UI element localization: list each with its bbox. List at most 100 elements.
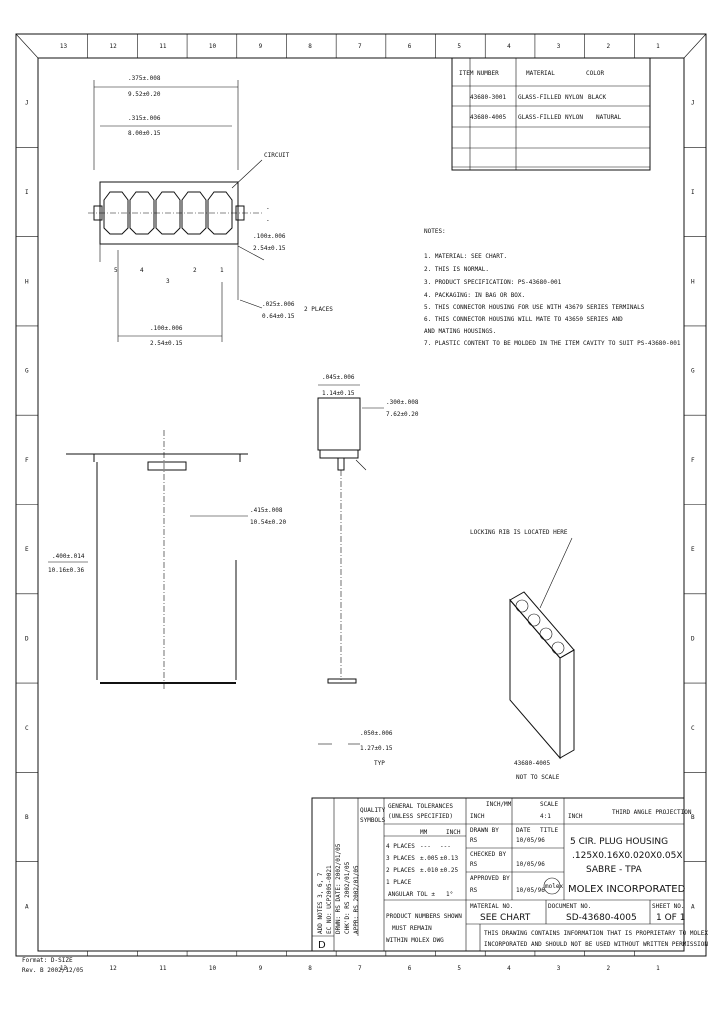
tolerance-sub: (UNLESS SPECIFIED) xyxy=(388,813,453,820)
column-label: 9 xyxy=(259,965,263,972)
dim-slot-mm: 0.64±0.15 xyxy=(262,313,295,320)
drawn-by-label: DRAWN BY xyxy=(470,827,499,834)
approved-date: 10/05/96 xyxy=(516,887,545,894)
dim-pin-mm: 10.54±0.20 xyxy=(250,519,287,526)
sheet-label: SHEET NO. xyxy=(652,903,685,910)
date-label: DATE xyxy=(516,827,531,834)
row-label: B xyxy=(691,814,695,821)
svg-text:-: - xyxy=(266,217,270,224)
column-label: 12 xyxy=(110,43,118,50)
table-cell: 43680-4005 xyxy=(470,114,507,121)
places-3: 3 PLACES xyxy=(386,855,415,862)
quality-label: QUALITY xyxy=(360,807,386,814)
dim-width-inch: .045±.006 xyxy=(322,374,355,381)
column-label: 11 xyxy=(159,43,167,50)
svg-text:±0.13: ±0.13 xyxy=(440,855,458,862)
notes: NOTES: 1. MATERIAL: SEE CHART. 2. THIS I… xyxy=(424,228,681,347)
slot-callout: 2 PLACES xyxy=(304,306,333,313)
row-label: E xyxy=(691,546,695,553)
product-note: WITHIN MOLEX DWG xyxy=(386,937,444,944)
dim-slot-inch: .025±.006 xyxy=(262,301,295,308)
row-label: D xyxy=(691,635,695,642)
checked-label: CHECKED BY xyxy=(470,851,507,858)
dim-pin-inch: .415±.008 xyxy=(250,507,283,514)
drawn-by: RS xyxy=(470,837,478,844)
table-cell: NATURAL xyxy=(596,114,622,121)
places-4: 4 PLACES xyxy=(386,843,415,850)
doc-no: SD-43680-4005 xyxy=(566,913,637,923)
locking-rib-callout: LOCKING RIB IS LOCATED HERE xyxy=(470,529,568,536)
column-label: 5 xyxy=(457,43,461,50)
dim-length-inch: .400±.014 xyxy=(52,553,85,560)
column-label: 3 xyxy=(557,965,561,972)
outer-frame xyxy=(15,33,707,957)
cavity xyxy=(129,191,155,235)
angular-label: ANGULAR TOL ± xyxy=(388,891,435,898)
circuit-number: 4 xyxy=(140,267,144,274)
column-label: 3 xyxy=(557,43,561,50)
note-item: 1. MATERIAL: SEE CHART. xyxy=(424,253,507,260)
dim-pitch-mm: 8.00±0.15 xyxy=(128,130,161,137)
svg-text:---: --- xyxy=(420,843,431,850)
column-label: 1 xyxy=(656,965,660,972)
molex-logo xyxy=(543,877,561,895)
note-item: 5. THIS CONNECTOR HOUSING FOR USE WITH 4… xyxy=(424,304,645,311)
product-note: PRODUCT NUMBERS SHOWN xyxy=(386,913,462,920)
quality-label-2: SYMBOLS xyxy=(360,817,386,824)
column-label: 2 xyxy=(606,43,610,50)
row-label: A xyxy=(691,903,695,910)
dim-overall-mm: 9.52±0.20 xyxy=(128,91,161,98)
drawn-date: 10/05/96 xyxy=(516,837,545,844)
inch-label: MM xyxy=(420,829,428,836)
dim-depth-mm: 7.62±0.20 xyxy=(386,411,419,418)
column-label: 9 xyxy=(259,43,263,50)
table-header-color: COLOR xyxy=(586,70,604,77)
side-view: .045±.006 1.14±0.15 .300±.008 7.62±0.20 xyxy=(317,374,419,684)
revision-line: CHK'D: RS 2002/01/05 xyxy=(344,861,351,934)
scale-label: SCALE xyxy=(540,801,558,808)
row-label: C xyxy=(691,725,695,732)
cavity xyxy=(103,191,129,235)
note-item: AND MATING HOUSINGS. xyxy=(424,328,496,335)
revision-line: EC NO: UCP2005-0021 xyxy=(326,865,333,934)
dim-bottom-mm: 2.54±0.15 xyxy=(150,340,183,347)
tolerance-header: GENERAL TOLERANCES xyxy=(388,803,453,810)
column-label: 4 xyxy=(507,43,511,50)
table-header-material: MATERIAL xyxy=(526,70,555,77)
row-label: F xyxy=(25,457,29,464)
scale-value: 4:1 xyxy=(540,813,551,820)
projection-label: THIRD ANGLE PROJECTION xyxy=(612,809,692,816)
circuit-number: 1 xyxy=(220,267,224,274)
dim-width-mm: 1.14±0.15 xyxy=(322,390,355,397)
row-label: E xyxy=(25,546,29,553)
column-label: 5 xyxy=(457,965,461,972)
note-item: 7. PLASTIC CONTENT TO BE MOLDED IN THE I… xyxy=(424,340,681,347)
table-header-item: ITEM NUMBER xyxy=(459,70,499,77)
sheet-no: 1 OF 1 xyxy=(656,913,685,923)
row-label: D xyxy=(25,635,29,642)
product-note: MUST REMAIN xyxy=(392,925,432,932)
row-ticks xyxy=(16,147,706,863)
column-label: 7 xyxy=(358,965,362,972)
circuit-callout: CIRCUIT xyxy=(264,152,290,159)
proprietary-notice: INCORPORATED AND SHOULD NOT BE USED WITH… xyxy=(484,941,708,948)
dim-lower-inch: .050±.006 xyxy=(360,730,393,737)
row-label: J xyxy=(25,100,29,107)
drafting-value: INCH xyxy=(470,813,485,820)
footer-revision: Rev. B 2002/12/05 xyxy=(22,967,84,974)
revision-line: ADD NOTES 3, 6, 7 xyxy=(317,872,324,934)
note-item: 6. THIS CONNECTOR HOUSING WILL MATE TO 4… xyxy=(424,316,623,323)
front-view: .415±.008 10.54±0.20 .400±.014 10.16±0.3… xyxy=(48,430,393,767)
dim-lower-note: TYP xyxy=(374,760,385,767)
dim-bottom-inch: .100±.006 xyxy=(150,325,183,332)
row-label: J xyxy=(691,100,695,107)
dimension-units: INCH/MM xyxy=(486,801,512,808)
footer-format: Format: D-SIZE xyxy=(22,957,73,964)
approved-by: RS xyxy=(470,887,478,894)
note-item: 4. PACKAGING: IN BAG OR BOX. xyxy=(424,292,525,299)
svg-text:±0.25: ±0.25 xyxy=(440,867,458,874)
table-cell: 43680-3001 xyxy=(470,94,507,101)
